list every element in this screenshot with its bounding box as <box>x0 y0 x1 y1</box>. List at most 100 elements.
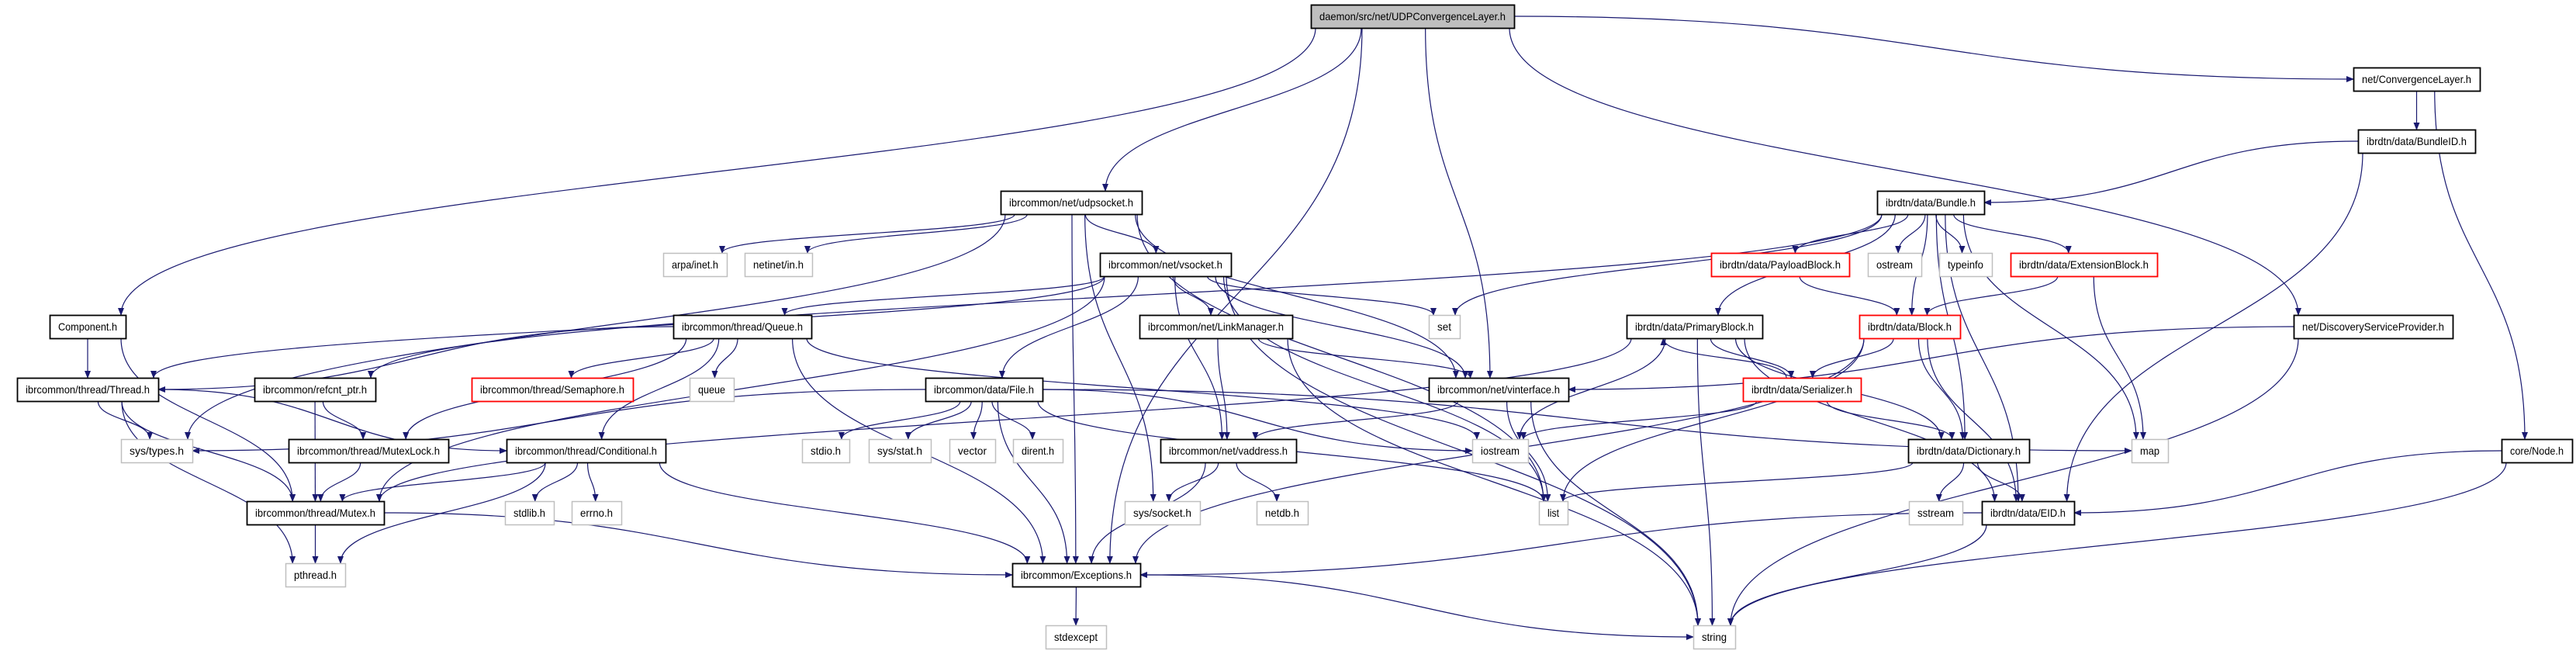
node-box <box>1124 500 1202 526</box>
edge-bundle-to-set <box>1452 213 1883 316</box>
node-typeinfo: typeinfo <box>1938 252 1993 278</box>
edge-linkmanager-to-vinterface <box>1257 337 1474 379</box>
node-udpsocket[interactable]: ibrcommon/net/udpsocket.h <box>1000 190 1143 216</box>
node-label: daemon/src/net/UDPConvergenceLayer.h <box>1319 10 1506 22</box>
node-list: list <box>1538 500 1569 526</box>
node-root[interactable]: daemon/src/net/UDPConvergenceLayer.h <box>1310 4 1516 29</box>
node-primary[interactable]: ibrdtn/data/PrimaryBlock.h <box>1626 314 1764 340</box>
edge-dictionary-to-list <box>1560 462 1914 502</box>
node-label: sys/socket.h <box>1133 507 1191 519</box>
edge-file-to-stdio <box>838 400 961 440</box>
node-semaphore[interactable]: ibrcommon/thread/Semaphore.h <box>471 377 634 403</box>
edge-conditional-to-errno <box>586 462 599 502</box>
node-node[interactable]: core/Node.h <box>2501 438 2574 464</box>
node-vinterface[interactable]: ibrcommon/net/vinterface.h <box>1428 377 1570 403</box>
node-label: errno.h <box>580 507 613 519</box>
node-stdio: stdio.h <box>801 438 851 464</box>
node-label: pthread.h <box>294 569 337 581</box>
node-label: iostream <box>1481 445 1520 457</box>
node-box <box>1859 314 1962 340</box>
node-label: queue <box>698 383 725 396</box>
node-label: set <box>1437 320 1451 333</box>
node-vaddress[interactable]: ibrcommon/net/vaddress.h <box>1160 438 1298 464</box>
edge-vaddress-to-syssocket <box>1166 462 1219 502</box>
node-bundleid[interactable]: ibrdtn/data/BundleID.h <box>2357 129 2477 154</box>
node-label: ibrcommon/net/vsocket.h <box>1108 258 1222 271</box>
node-label: ibrcommon/thread/Semaphore.h <box>480 383 624 396</box>
node-label: vector <box>958 445 987 457</box>
node-convlayer[interactable]: net/ConvergenceLayer.h <box>2353 67 2481 92</box>
edge-udpsocket-to-arpa <box>719 213 1015 254</box>
node-mutex[interactable]: ibrcommon/thread/Mutex.h <box>246 500 386 526</box>
node-box <box>801 438 851 464</box>
node-box <box>1710 252 1851 278</box>
node-thread[interactable]: ibrcommon/thread/Thread.h <box>16 377 160 403</box>
node-map: map <box>2131 438 2170 464</box>
node-box <box>246 500 386 526</box>
node-refcnt[interactable]: ibrcommon/refcnt_ptr.h <box>254 377 377 403</box>
node-label: map <box>2140 445 2159 457</box>
edge-convlayer-to-node <box>2434 90 2528 440</box>
node-label: ibrdtn/data/Dictionary.h <box>1917 445 2021 457</box>
node-mutexlock[interactable]: ibrcommon/thread/MutexLock.h <box>288 438 450 464</box>
node-queue_h[interactable]: ibrcommon/thread/Queue.h <box>673 314 813 340</box>
node-label: ibrdtn/data/BundleID.h <box>2367 135 2467 147</box>
edge-file-to-iostream <box>1042 389 1473 454</box>
node-box <box>673 314 813 340</box>
edge-eid-to-string <box>1727 524 1987 626</box>
node-box <box>1160 438 1298 464</box>
edge-primary-to-serializer <box>1710 337 1795 379</box>
edge-mutex-to-exceptions <box>383 512 1013 578</box>
node-box <box>1907 438 2031 464</box>
edge-primary-to-mutex <box>376 337 1632 502</box>
node-box <box>1000 190 1143 216</box>
node-label: stdio.h <box>811 445 841 457</box>
edge-primary-to-iostream <box>1516 337 1666 440</box>
edge-linkmanager-to-vaddress <box>1217 337 1230 440</box>
node-conditional[interactable]: ibrcommon/thread/Conditional.h <box>506 438 667 464</box>
node-vsocket[interactable]: ibrcommon/net/vsocket.h <box>1099 252 1233 278</box>
node-serializer[interactable]: ibrdtn/data/Serializer.h <box>1742 377 1862 403</box>
node-box <box>2357 129 2477 154</box>
node-file[interactable]: ibrcommon/data/File.h <box>925 377 1044 403</box>
node-label: ibrdtn/data/Block.h <box>1868 320 1952 333</box>
edge-root-to-convlayer <box>1513 16 2354 82</box>
edge-queue_h-to-queue <box>711 337 738 379</box>
node-box <box>868 438 932 464</box>
edge-block-to-eid <box>1927 337 2020 502</box>
edge-node-to-eid <box>2073 450 2502 516</box>
edge-udpsocket-to-systypes <box>185 213 1006 440</box>
node-arpa: arpa/inet.h <box>662 252 728 278</box>
edge-bundle-to-ostream <box>1895 213 1926 254</box>
node-box <box>504 500 555 526</box>
edge-serializer-to-dictionary <box>1826 400 1955 440</box>
node-component[interactable]: Component.h <box>49 314 127 340</box>
edge-thread-to-pthread <box>121 400 296 564</box>
edge-vsocket-to-linkmanager <box>1172 275 1214 316</box>
edge-block-to-dictionary <box>1917 337 1966 440</box>
node-bundle[interactable]: ibrdtn/data/Bundle.h <box>1876 190 1986 216</box>
edge-eid-to-exceptions <box>1139 512 1983 578</box>
node-exceptions[interactable]: ibrcommon/Exceptions.h <box>1011 562 1142 588</box>
edge-bundleid-to-eid <box>2063 152 2363 502</box>
node-eid[interactable]: ibrdtn/data/EID.h <box>1981 500 2076 526</box>
node-label: ibrcommon/net/udpsocket.h <box>1009 196 1133 209</box>
edge-queue_h-to-iostream <box>806 337 1480 440</box>
node-netdb: netdb.h <box>1256 500 1309 526</box>
edge-node-to-string <box>1727 462 2507 626</box>
node-box <box>1428 377 1570 403</box>
edge-dictionary-to-sstream <box>1935 462 1965 502</box>
node-extension[interactable]: ibrdtn/data/ExtensionBlock.h <box>2010 252 2159 278</box>
node-linkmanager[interactable]: ibrcommon/net/LinkManager.h <box>1139 314 1294 340</box>
node-discovery[interactable]: net/DiscoveryServiceProvider.h <box>2293 314 2454 340</box>
edge-extension-to-block <box>1924 275 2059 316</box>
edge-dictionary-to-eid <box>1976 462 2025 502</box>
edge-root-to-exceptions <box>1106 27 1363 564</box>
node-label: net/DiscoveryServiceProvider.h <box>2302 320 2444 333</box>
node-label: netinet/in.h <box>753 258 804 271</box>
node-box <box>1693 625 1737 650</box>
edge-component-to-mutex <box>120 337 296 502</box>
node-dictionary[interactable]: ibrdtn/data/Dictionary.h <box>1907 438 2031 464</box>
node-payload[interactable]: ibrdtn/data/PayloadBlock.h <box>1710 252 1851 278</box>
node-block[interactable]: ibrdtn/data/Block.h <box>1859 314 1962 340</box>
